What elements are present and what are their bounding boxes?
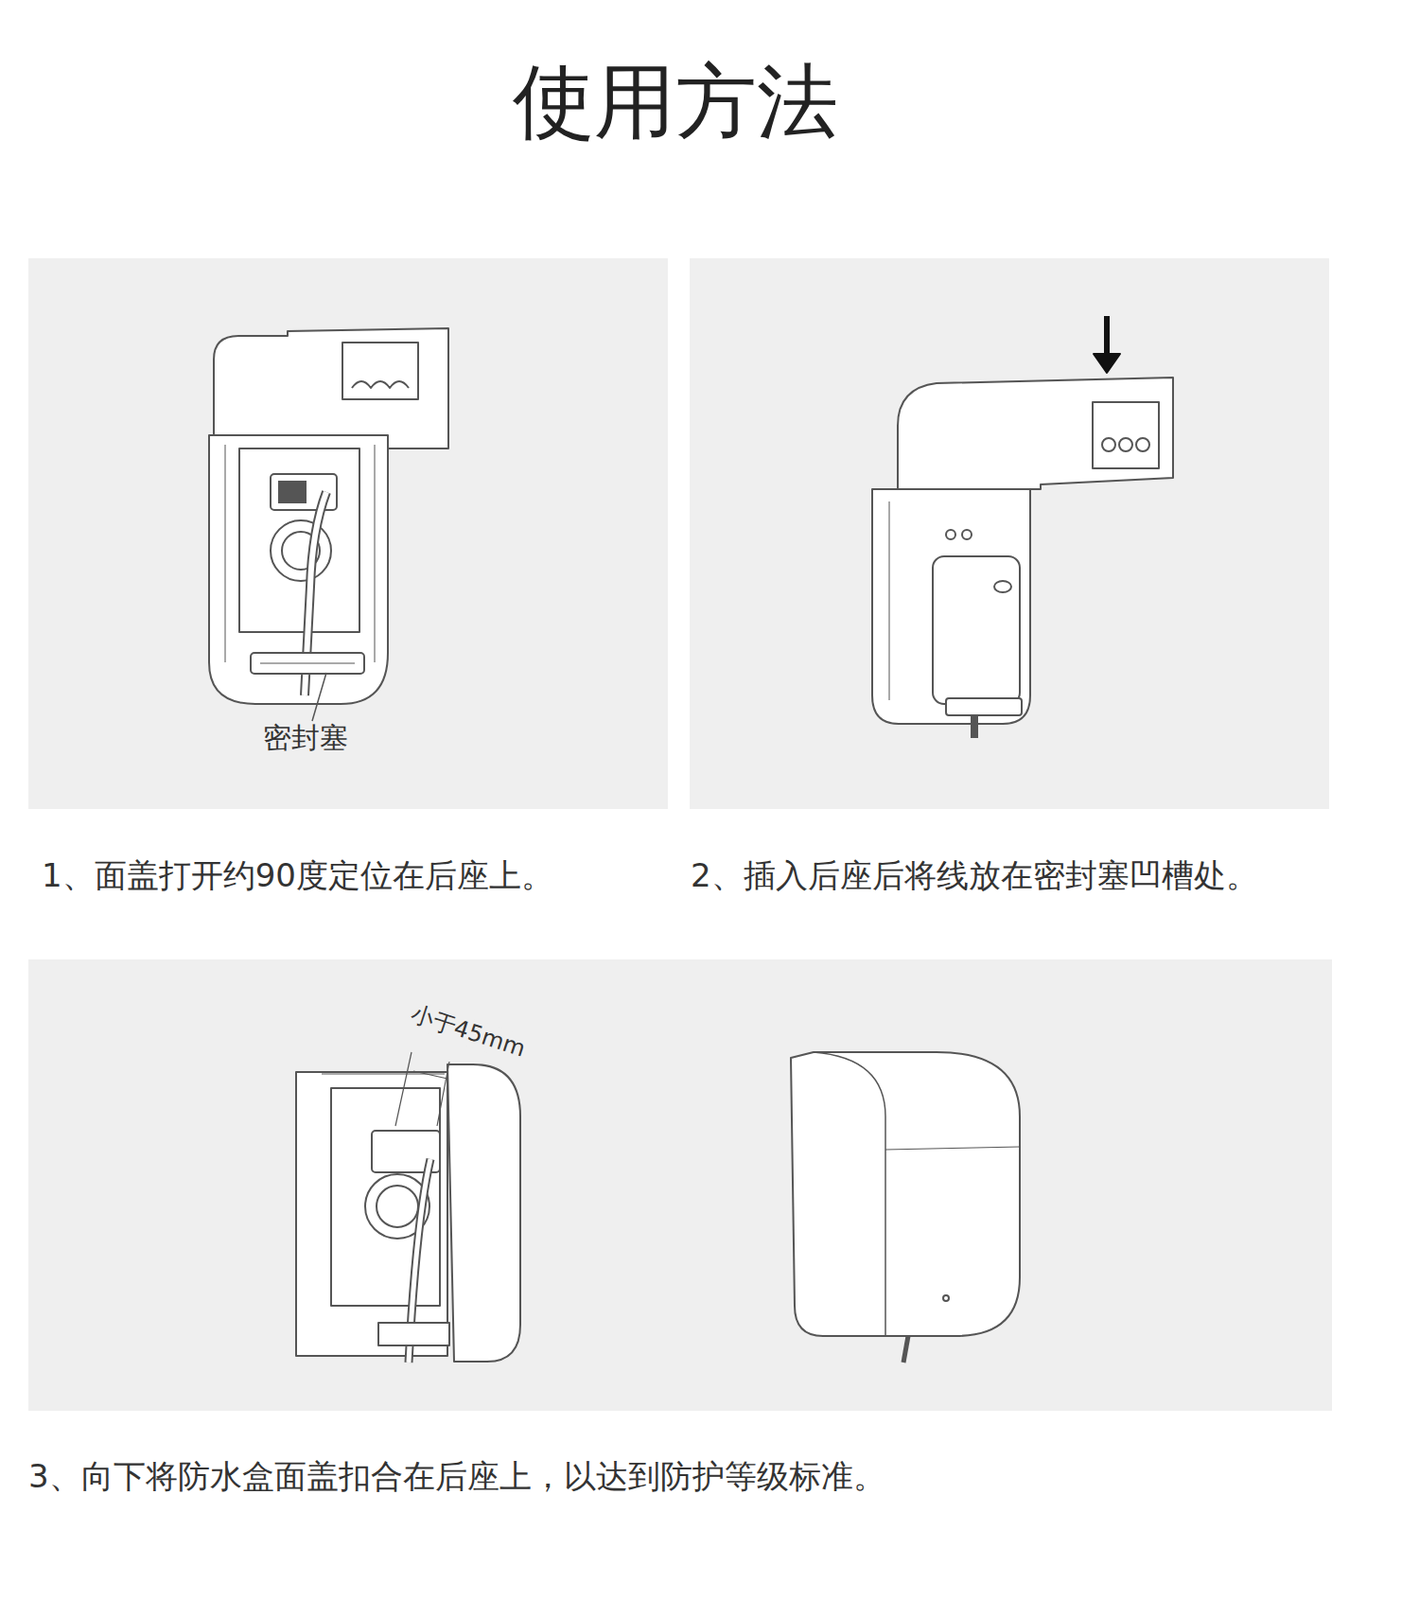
- panel: [28, 959, 1332, 1411]
- title: 使用方法: [512, 52, 839, 151]
- step-caption: 1、面盖打开约90度定位在后座上。: [41, 856, 554, 895]
- panel: [28, 258, 668, 809]
- panel: [689, 258, 1330, 809]
- step1-figure: [209, 328, 449, 721]
- step4-figure: [790, 1051, 1020, 1363]
- step-caption: 3、向下将防水盒面盖扣合在后座上，以达到防护等级标准。: [28, 1456, 886, 1496]
- step2-figure: [872, 315, 1174, 738]
- part-label: 密封塞: [262, 720, 349, 755]
- step3-figure: [296, 1051, 521, 1363]
- step-caption: 2、插入后座后将线放在密封塞凹槽处。: [690, 856, 1259, 895]
